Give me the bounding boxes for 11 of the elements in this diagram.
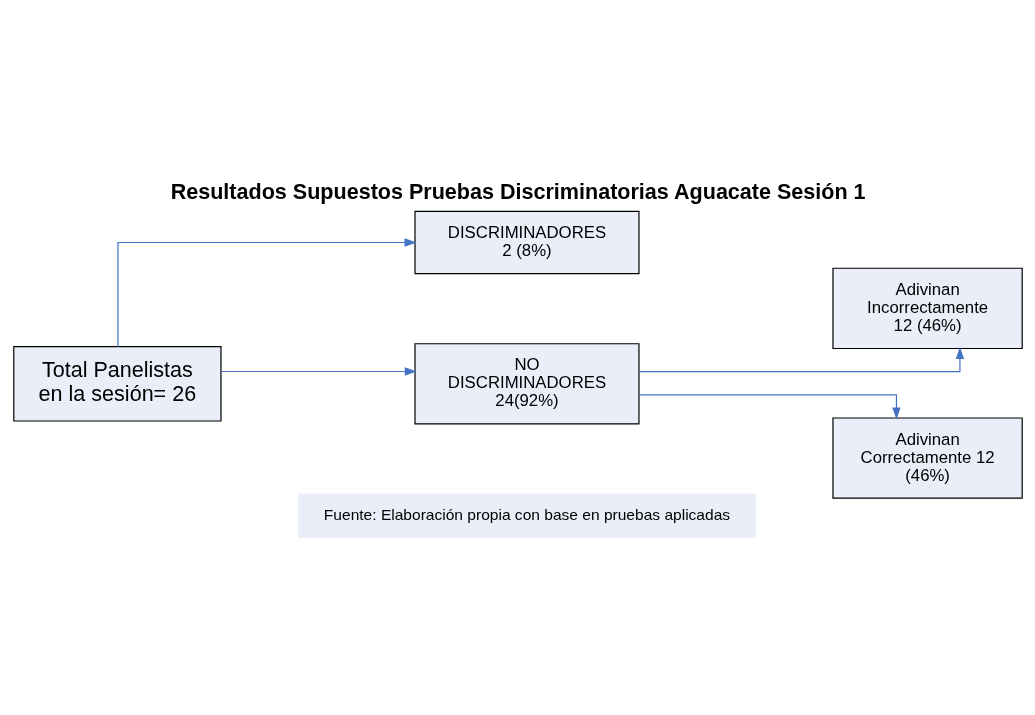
- arrow: [637, 347, 964, 373]
- arrow: [638, 394, 901, 420]
- node-box: Total Panelistas en la sesión= 26: [12, 346, 222, 422]
- arrow: [116, 238, 416, 348]
- diagram-title: Resultados Supuestos Pruebas Discriminatorias Aguacate Sesión 1: [170, 178, 866, 204]
- node-box: Adivinan Correctamente 12 (46%): [831, 417, 1023, 499]
- arrow: [220, 367, 417, 376]
- node-box: NO DISCRIMINADORES 24(92%): [413, 343, 640, 425]
- node-box: Adivinan Incorrectamente 12 (46%): [831, 267, 1023, 350]
- node-box: DISCRIMINADORES 2 (8%): [413, 210, 640, 275]
- label: Fuente: Elaboración propia con base en pruebas aplicadas: [323, 505, 730, 523]
